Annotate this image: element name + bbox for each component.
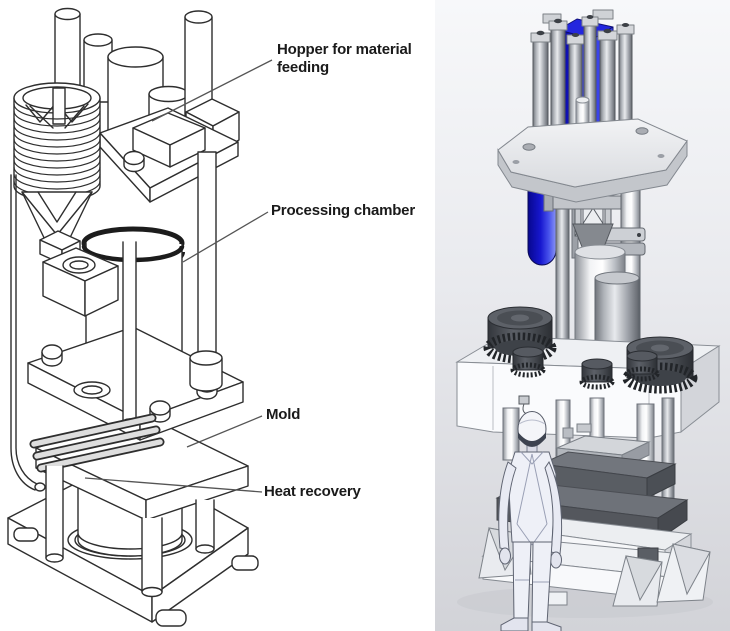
hopper-coil: [13, 82, 101, 202]
right-guide-rod: [197, 151, 217, 363]
front-guide-rod: [122, 241, 137, 426]
side-bracket: [42, 247, 119, 317]
coil-wire: [10, 174, 46, 492]
human-figure: [498, 411, 563, 631]
hex-plate: [497, 118, 688, 203]
injection-unit: [527, 167, 646, 353]
label-mold: Mold: [266, 406, 301, 423]
leader-lines: [84, 59, 273, 493]
label-hopper: Hopper for material feeding: [277, 41, 412, 76]
label-processing-chamber: Processing chamber: [271, 202, 415, 219]
heat-recovery-tubes: [29, 413, 165, 473]
label-heat-recovery: Heat recovery: [264, 483, 361, 500]
left-machine: [7, 7, 273, 627]
machine-feet: [13, 527, 259, 627]
top-plate: [99, 107, 239, 203]
support-columns: [45, 465, 215, 598]
ring-motor-left: [483, 306, 557, 364]
cad-render-figure: [435, 0, 730, 631]
line-drawing-figure: [7, 7, 273, 627]
knurled-nuts: [510, 346, 660, 390]
